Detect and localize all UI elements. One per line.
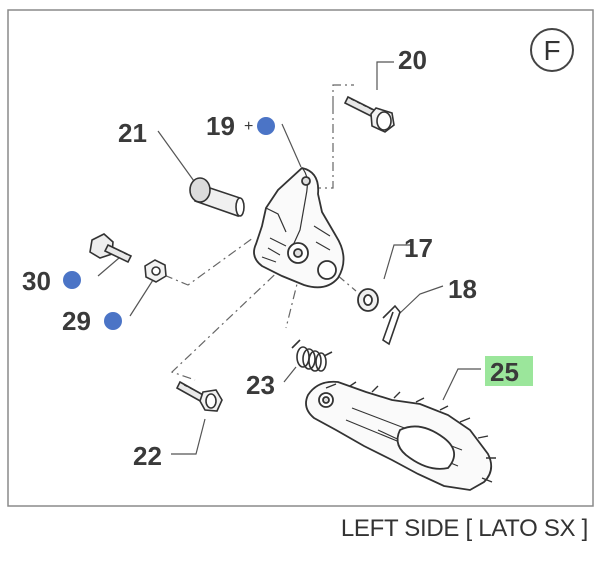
label-29: 29: [62, 306, 122, 336]
nut-29: [144, 259, 167, 283]
label-21: 21: [118, 118, 147, 148]
part-number-30: 30: [22, 266, 51, 296]
footpeg-25: [305, 380, 496, 491]
pin-21: [189, 177, 245, 218]
part-number-18: 18: [448, 274, 477, 304]
spring-23: [291, 339, 333, 372]
label-22: 22: [133, 441, 162, 471]
side-caption: LEFT SIDE [ LATO SX ]: [340, 515, 588, 542]
part-number-29: 29: [62, 306, 91, 336]
bolt-30: [89, 233, 133, 264]
label-30: 30: [22, 266, 81, 296]
washer-17: [357, 288, 379, 312]
blue-dot-19: [257, 117, 275, 135]
section-badge-letter: F: [543, 35, 560, 66]
part-number-17: 17: [404, 233, 433, 263]
label-23: 23: [246, 370, 275, 400]
part-number-25: 25: [490, 357, 519, 387]
part-number-23: 23: [246, 370, 275, 400]
part-number-20: 20: [398, 45, 427, 75]
section-badge: F: [530, 28, 574, 72]
highlight-box-25: [485, 356, 533, 386]
label-25: 25: [485, 356, 533, 387]
bolt-20: [343, 95, 395, 133]
label-17: 17: [404, 233, 433, 263]
bolt-22: [175, 380, 223, 412]
label-19: 19 +: [206, 111, 275, 141]
part-number-19: 19: [206, 111, 235, 141]
part-number-21: 21: [118, 118, 147, 148]
bracket-19: [253, 167, 345, 289]
blue-dot-30: [63, 271, 81, 289]
blue-dot-29: [104, 312, 122, 330]
cotter-pin-18: [382, 304, 401, 346]
plus-marker-19: +: [244, 118, 253, 135]
label-20: 20: [398, 45, 427, 75]
part-number-22: 22: [133, 441, 162, 471]
diagram-frame: [7, 9, 594, 507]
label-18: 18: [448, 274, 477, 304]
